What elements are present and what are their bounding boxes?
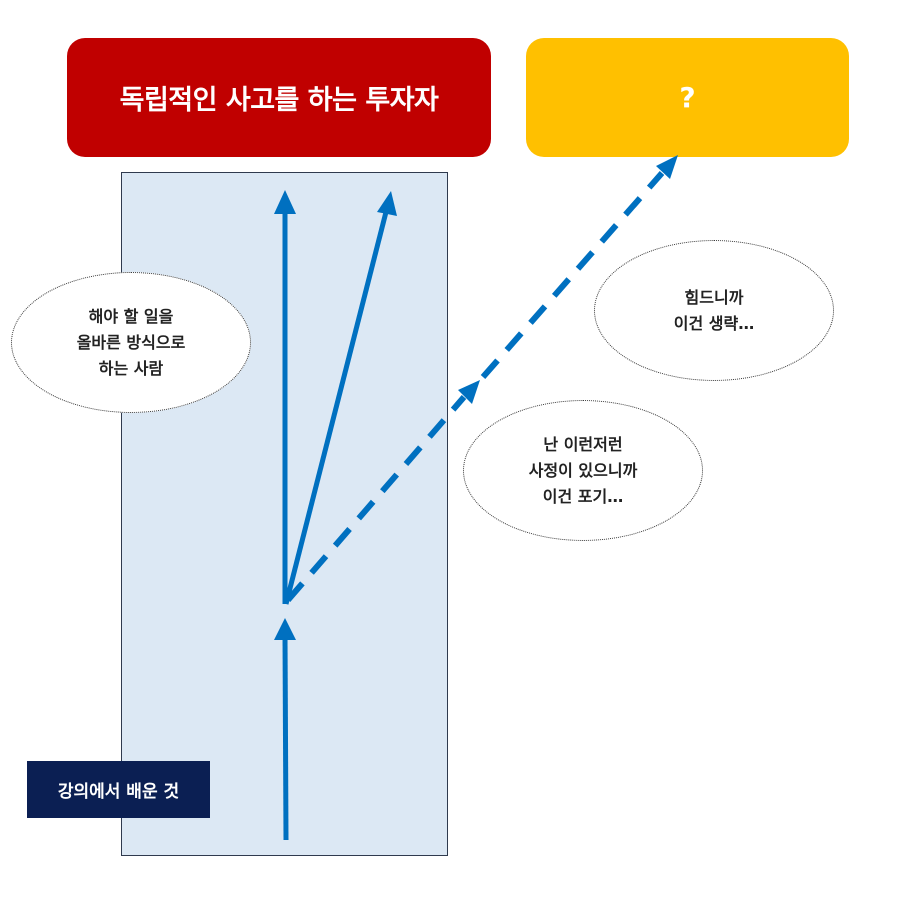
slanted-path-head: [377, 191, 397, 216]
give-up-line-1: 난 이런저런: [543, 434, 623, 454]
skip-bubble: 힘드니까 이건 생략…: [594, 240, 834, 381]
slanted-path-shaft: [283, 211, 389, 605]
lecture-learning-label: 강의에서 배운 것: [27, 761, 210, 818]
dashed-path-lower-head: [458, 380, 480, 404]
independent-investor-label: 독립적인 사고를 하는 투자자: [119, 85, 439, 116]
unknown-outcome-label: ?: [679, 81, 696, 114]
straight-path-head: [274, 190, 296, 214]
dashed-path-lower-shaft: [285, 395, 467, 602]
skip-line-2: 이건 생략…: [673, 313, 755, 333]
base-arrow-shaft: [282, 635, 289, 841]
dashed-path-upper-head: [656, 155, 678, 179]
right-way-bubble: 해야 할 일을 올바른 방식으로 하는 사람: [11, 272, 251, 413]
unknown-outcome-box: ?: [526, 38, 849, 157]
give-up-bubble: 난 이런저런 사정이 있으니까 이건 포기…: [463, 400, 703, 541]
give-up-line-2: 사정이 있으니까: [528, 460, 638, 480]
base-arrow-head: [274, 618, 296, 640]
independent-investor-box: 독립적인 사고를 하는 투자자: [67, 38, 491, 157]
right-way-line-3: 하는 사람: [98, 358, 164, 378]
dashed-path-upper-shaft: [480, 171, 665, 379]
right-way-line-2: 올바른 방식으로: [76, 332, 186, 352]
lecture-learning-text: 강의에서 배운 것: [57, 782, 180, 802]
give-up-line-3: 이건 포기…: [542, 486, 624, 506]
right-way-line-1: 해야 할 일을: [88, 306, 174, 326]
skip-line-1: 힘드니까: [684, 287, 744, 307]
